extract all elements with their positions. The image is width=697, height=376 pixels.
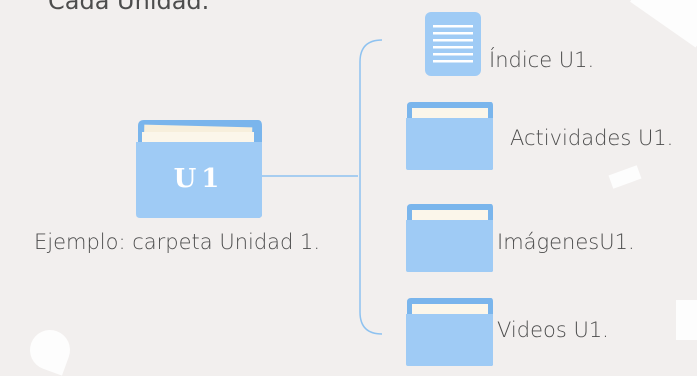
diagram-canvas: { "header": { "cut_text": "Cada Unidad."… [24, 0, 697, 376]
decorative-shape [630, 0, 697, 48]
folder-icon[interactable] [405, 202, 495, 274]
item-label-actividades: Actividades U1. [510, 126, 674, 150]
item-label-imagenes: ImágenesU1. [497, 230, 635, 254]
decorative-shape [24, 324, 76, 376]
document-icon[interactable] [425, 12, 481, 76]
main-folder-icon[interactable] [134, 118, 264, 220]
header-text: Cada Unidad. [48, 0, 210, 15]
folder-icon[interactable] [405, 296, 495, 368]
item-label-videos: Videos U1. [497, 318, 609, 342]
decorative-shape [676, 300, 697, 340]
item-label-indice: Índice U1. [489, 48, 595, 72]
connector-lines [262, 39, 383, 335]
folder-badge: U1 [173, 164, 225, 194]
decorative-shape [608, 165, 642, 189]
folder-icon[interactable] [405, 100, 495, 172]
main-folder-caption: Ejemplo: carpeta Unidad 1. [34, 230, 321, 254]
